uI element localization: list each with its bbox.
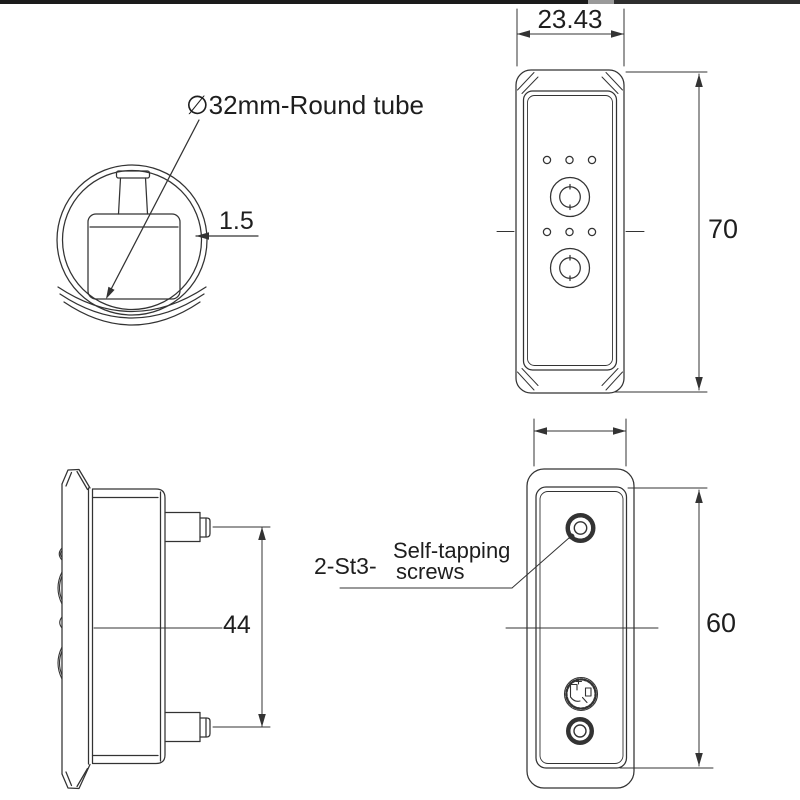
wall-thickness-leader <box>195 232 259 240</box>
front-width-dimension-lines <box>516 8 625 67</box>
front-corner-chamfers <box>517 72 623 391</box>
connector-hole <box>563 676 599 712</box>
front-view-drawing <box>496 8 708 394</box>
mounting-peg-top <box>164 511 211 543</box>
tube-label-leader-line <box>106 119 200 299</box>
led-hole-row-top <box>542 155 597 165</box>
mount-stem <box>115 170 151 215</box>
top-border-bar <box>0 0 800 4</box>
mounting-peg-bottom <box>164 711 211 743</box>
detail-view-drawing <box>56 119 259 326</box>
screw-hole-bottom <box>566 717 594 745</box>
tube-inner-circle <box>61 169 203 311</box>
back-width-dimension-lines <box>533 418 627 467</box>
round-button-bottom <box>549 247 591 289</box>
tube-outer-circle <box>56 164 208 316</box>
front-outer-shell <box>515 69 625 394</box>
top-border-mid-segment <box>614 0 800 4</box>
front-width-dim: 23.43 <box>537 4 603 34</box>
screw-note-qty: 2-St3- <box>314 553 377 579</box>
inserted-body-outline <box>87 213 181 300</box>
front-height-dimension-lines <box>614 71 708 393</box>
tube-bottom-cap <box>57 286 207 326</box>
front-face-inner-rim <box>527 95 613 366</box>
led-hole-row-mid <box>542 227 597 237</box>
mount-spacing-dim: 44 <box>223 611 251 639</box>
round-button-top <box>549 176 591 218</box>
side-view-drawing <box>57 468 271 790</box>
wall-thickness-dim: 1.5 <box>219 207 254 235</box>
side-housing-body <box>91 488 166 765</box>
screw-note-leader <box>339 537 570 589</box>
tube-diameter-label: ∅32mm-Round tube <box>186 90 424 120</box>
peg-spacing-dimension-lines <box>212 526 271 728</box>
back-height-dimension-lines <box>619 487 714 769</box>
side-front-strip <box>61 468 91 790</box>
screw-note-line2: screws <box>396 559 465 584</box>
screw-note-line1: Self-tapping <box>393 538 511 563</box>
back-height-dim: 60 <box>706 608 737 638</box>
leader-dot <box>568 533 575 540</box>
back-view-drawing <box>339 418 714 789</box>
top-border-light-segment <box>588 0 614 4</box>
front-face-panel <box>522 90 618 371</box>
screw-hole-top <box>565 513 596 543</box>
front-height-dim: 70 <box>708 214 739 244</box>
side-button-bumps <box>57 547 63 680</box>
